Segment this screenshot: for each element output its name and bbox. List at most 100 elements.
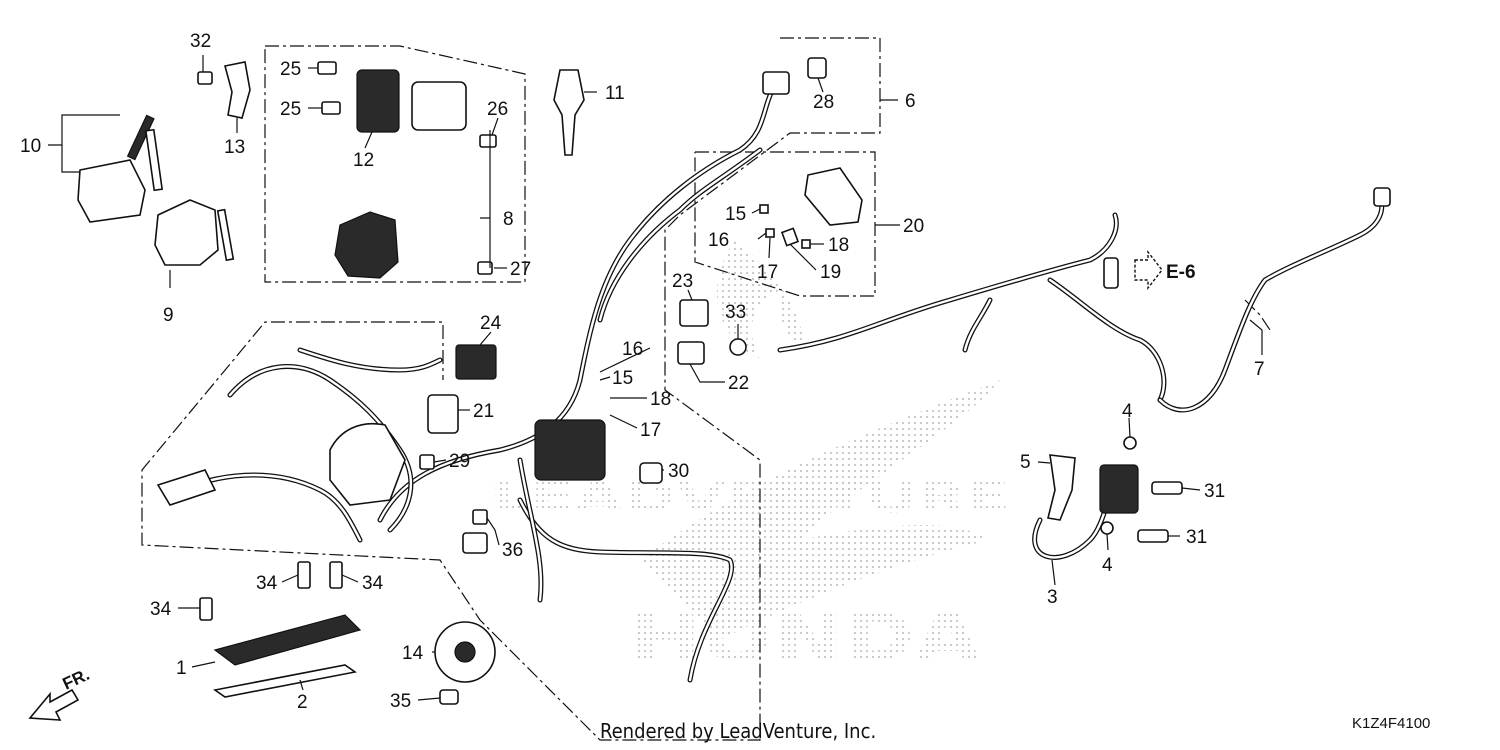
part-22-relay (677, 341, 705, 365)
part-36-connector-a (472, 509, 488, 525)
callout-2[interactable]: 2 (297, 692, 308, 713)
callout-31[interactable]: 31 (1186, 527, 1207, 548)
sub-harness-7 (1157, 187, 1391, 413)
callout-15[interactable]: 15 (725, 204, 746, 225)
part-left-coupler (156, 469, 217, 506)
part-1-bracket (213, 614, 362, 666)
callout-33[interactable]: 33 (725, 302, 746, 323)
part-10-key (126, 114, 155, 161)
part-35-bolt (439, 689, 459, 705)
reference-label: E-6 (1166, 262, 1196, 283)
callout-10[interactable]: 10 (20, 136, 41, 157)
callout-1[interactable]: 1 (176, 658, 187, 679)
callout-32[interactable]: 32 (190, 31, 211, 52)
part-13-bracket (224, 61, 251, 119)
callout-31[interactable]: 31 (1204, 481, 1225, 502)
callout-34[interactable]: 34 (362, 573, 384, 594)
callout-34[interactable]: 34 (150, 599, 172, 620)
part-9-ignition-switch (154, 199, 219, 266)
callout-9[interactable]: 9 (163, 305, 174, 326)
callout-20[interactable]: 20 (903, 216, 924, 237)
callout-4[interactable]: 4 (1102, 555, 1113, 576)
boundary-group-6 (141, 37, 881, 741)
reference-e6[interactable]: E-6 (1134, 249, 1196, 291)
callout-24[interactable]: 24 (480, 313, 502, 334)
callout-5[interactable]: 5 (1020, 452, 1031, 473)
part-36-connector-b (462, 532, 488, 554)
callout-15[interactable]: 15 (612, 368, 633, 389)
callout-25[interactable]: 25 (280, 99, 301, 120)
arrow-front-icon (28, 688, 80, 721)
callout-labels: 1 2 3 4 4 5 6 7 8 9 10 11 12 13 14 15 15… (20, 31, 1265, 713)
boundary-group-8 (264, 45, 526, 283)
part-28-connector (807, 57, 827, 79)
part-16-clip (765, 228, 775, 238)
callout-23[interactable]: 23 (672, 271, 693, 292)
callout-29[interactable]: 29 (449, 451, 470, 472)
callout-11[interactable]: 11 (605, 83, 625, 104)
front-direction-indicator: FR. (28, 665, 93, 721)
wire-harness (177, 77, 1167, 683)
part-12-switch-left (356, 69, 400, 133)
callout-30[interactable]: 30 (668, 461, 689, 482)
callout-16[interactable]: 16 (622, 339, 643, 360)
callout-18[interactable]: 18 (650, 389, 671, 410)
part-10-key-b (144, 128, 164, 192)
part-5-plug-cap (1047, 454, 1076, 521)
part-19-clip (780, 227, 800, 247)
part-29-connector (419, 454, 435, 470)
part-main-junction-box (329, 423, 406, 506)
callout-8[interactable]: 8 (503, 209, 514, 230)
callout-3[interactable]: 3 (1047, 587, 1058, 608)
part-shapes (77, 57, 1183, 705)
callout-4[interactable]: 4 (1122, 401, 1133, 422)
callout-16[interactable]: 16 (708, 230, 729, 251)
leader-lines (48, 55, 1263, 701)
part-12-switch-right (411, 81, 467, 131)
callout-26[interactable]: 26 (487, 99, 508, 120)
part-9-key (216, 208, 235, 262)
part-15-clip (759, 204, 769, 214)
callout-36[interactable]: 36 (502, 540, 523, 561)
callout-34[interactable]: 34 (256, 573, 278, 594)
part-2-cover (212, 664, 358, 698)
callout-17[interactable]: 17 (640, 420, 661, 441)
watermark-flame-shape (716, 240, 805, 360)
footer-credit: Rendered by LeadVenture, Inc. (600, 719, 876, 743)
boundary-group-20 (694, 151, 876, 297)
callout-22[interactable]: 22 (728, 373, 749, 394)
part-ignition-coil (1099, 464, 1139, 514)
part-21-connector (427, 394, 459, 434)
part-fuse-block (534, 419, 606, 481)
part-8-lock-assembly (334, 211, 399, 279)
callout-28[interactable]: 28 (813, 92, 834, 113)
part-18-clip (801, 239, 811, 249)
watermark-dealer: LEADVENTURE (490, 473, 1010, 522)
part-20-control-unit (804, 167, 863, 226)
callout-19[interactable]: 19 (820, 262, 841, 283)
callout-21[interactable]: 21 (473, 401, 494, 422)
diagram-code: K1Z4F4100 (1352, 715, 1430, 732)
arrow-right-icon (1134, 249, 1163, 291)
part-24-coupler (455, 344, 497, 380)
direction-label: FR. (60, 665, 93, 694)
callout-25[interactable]: 25 (280, 59, 301, 80)
callout-12[interactable]: 12 (353, 150, 374, 171)
part-23-relay (679, 299, 709, 327)
callout-17[interactable]: 17 (757, 262, 778, 283)
part-11-key (553, 69, 585, 156)
callout-18[interactable]: 18 (828, 235, 849, 256)
callout-27[interactable]: 27 (510, 259, 531, 280)
harness-rear-lower (962, 277, 1167, 403)
callout-7[interactable]: 7 (1254, 359, 1265, 380)
callout-35[interactable]: 35 (390, 691, 411, 712)
part-6-connector (762, 71, 790, 95)
part-30-connector (639, 462, 663, 484)
callout-13[interactable]: 13 (224, 137, 245, 158)
watermark-brand: HONDA (630, 599, 980, 676)
part-10-lock-body (77, 159, 146, 223)
part-33-grommet (729, 338, 747, 356)
callout-6[interactable]: 6 (905, 91, 916, 112)
callout-14[interactable]: 14 (402, 643, 424, 664)
